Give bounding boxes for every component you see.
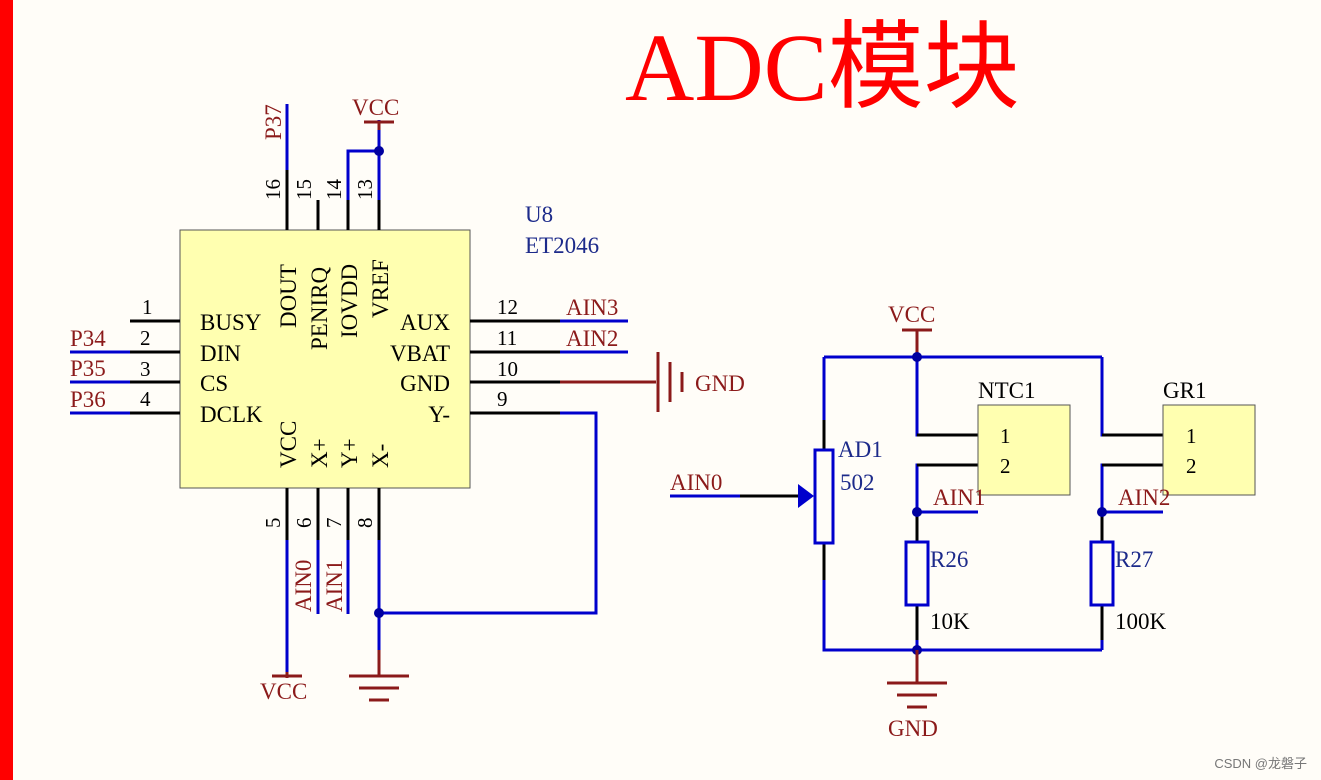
pin-name-x-plus: X+ — [307, 438, 332, 468]
pot-wiper-arrow — [798, 484, 814, 508]
net-label-p36: P36 — [70, 387, 106, 412]
net-label-p35: P35 — [70, 356, 106, 381]
pin-num-1: 1 — [142, 295, 153, 319]
pin-name-din: DIN — [200, 341, 241, 366]
ntc-pin1: 1 — [1000, 424, 1011, 448]
net-label-ain1: AIN1 — [933, 485, 985, 510]
gnd-symbol-sensor — [887, 650, 947, 709]
r26-ref: R26 — [930, 547, 968, 572]
net-label-ain2: AIN2 — [1118, 485, 1170, 510]
gnd-symbol-right — [656, 352, 684, 412]
pot-value: 502 — [840, 470, 875, 495]
pin-name-vcc: VCC — [276, 421, 301, 468]
net-label-ain3: AIN3 — [566, 295, 618, 320]
junction-dot-xminus — [374, 608, 384, 618]
chip-ref: U8 — [525, 202, 553, 227]
sensor-pin-stubs — [740, 420, 1163, 640]
pin-num-11: 11 — [497, 326, 517, 350]
pin-name-dout: DOUT — [276, 264, 301, 328]
left-net-wires — [70, 350, 130, 415]
pin-name-vbat: VBAT — [390, 341, 450, 366]
gr1-body — [1162, 404, 1256, 496]
net-label-ain1-chip: AIN1 — [322, 560, 347, 612]
y-minus-loop-wire — [380, 411, 598, 615]
pin-num-4: 4 — [140, 387, 151, 411]
vcc-label-bottom: VCC — [260, 679, 307, 704]
right-net-wires — [560, 319, 628, 354]
pin-num-13: 13 — [353, 179, 377, 200]
pin-name-cs: CS — [200, 371, 228, 396]
r27-ref: R27 — [1115, 547, 1153, 572]
pin-num-14: 14 — [322, 179, 346, 201]
page-title: ADC模块 — [625, 14, 1020, 121]
pin-num-7: 7 — [322, 518, 346, 529]
net-label-ain0-chip: AIN0 — [291, 560, 316, 612]
pin-num-15: 15 — [292, 179, 316, 200]
pin-num-6: 6 — [292, 518, 316, 529]
pin-num-3: 3 — [140, 357, 151, 381]
vcc-label-sensor: VCC — [888, 302, 935, 327]
watermark: CSDN @龙磐子 — [1214, 756, 1307, 771]
junction-dot-top — [374, 146, 384, 156]
pin-num-9: 9 — [497, 387, 508, 411]
pin-name-dclk: DCLK — [200, 402, 263, 427]
pin-name-y-minus: Y- — [428, 402, 450, 427]
pin-name-penirq: PENIRQ — [307, 267, 332, 350]
pin-name-y-plus: Y+ — [337, 438, 362, 468]
pin-num-2: 2 — [140, 326, 151, 350]
pin-num-8: 8 — [353, 518, 377, 529]
pot-ref: AD1 — [838, 437, 883, 462]
pin-name-busy: BUSY — [200, 310, 262, 335]
ntc-ref: NTC1 — [978, 378, 1036, 403]
pin-num-10: 10 — [497, 357, 518, 381]
bottom-pin-lines — [285, 488, 381, 540]
r26-value: 10K — [930, 609, 970, 634]
gnd-symbol-bottom-chip — [349, 650, 409, 702]
gnd-label-right: GND — [695, 371, 745, 396]
net-label-p37: P37 — [261, 104, 286, 140]
gr-pin2: 2 — [1186, 454, 1197, 478]
potentiometer-ad1 — [813, 448, 835, 545]
chip-u8-body — [179, 229, 471, 489]
r27-value: 100K — [1115, 609, 1167, 634]
left-red-bar — [0, 0, 13, 780]
pin-name-vref: VREF — [368, 259, 393, 318]
net-label-p34: P34 — [70, 326, 106, 351]
ntc1-body — [977, 404, 1071, 496]
iovdd-vref-wire — [346, 149, 379, 200]
pin-name-gnd: GND — [400, 371, 450, 396]
right-pin-lines — [470, 319, 560, 415]
chip-part: ET2046 — [525, 233, 599, 258]
gr-ref: GR1 — [1163, 378, 1206, 403]
net-label-ain2-chip: AIN2 — [566, 326, 618, 351]
top-pin-lines — [285, 170, 381, 230]
gr-pin1: 1 — [1186, 424, 1197, 448]
gnd-label-sensor: GND — [888, 716, 938, 741]
vcc-label-top: VCC — [352, 95, 399, 120]
pin-name-iovdd: IOVDD — [337, 264, 362, 338]
left-pin-lines — [130, 319, 180, 415]
ntc-pin2: 2 — [1000, 454, 1011, 478]
pin-num-5: 5 — [261, 518, 285, 529]
pin-name-aux: AUX — [400, 310, 450, 335]
pin-num-12: 12 — [497, 295, 518, 319]
resistor-r27 — [1089, 540, 1115, 607]
pin-num-16: 16 — [261, 179, 285, 200]
bottom-net-wires — [285, 540, 381, 672]
resistor-r26 — [904, 540, 930, 607]
pin-name-x-minus: X- — [368, 444, 393, 468]
net-label-ain0-pot: AIN0 — [670, 470, 722, 495]
